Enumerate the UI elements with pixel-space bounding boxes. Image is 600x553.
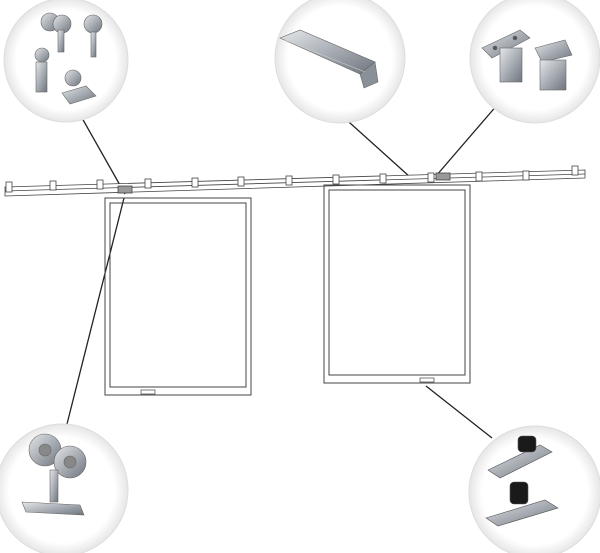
roller-left [117, 185, 133, 194]
door-left [104, 197, 252, 396]
floor-guide-right [419, 377, 435, 383]
tandem-roller-carriage-icon [21, 433, 87, 516]
callout-track [274, 0, 406, 124]
leader-lines [65, 103, 499, 439]
floor-guide-icon [485, 435, 559, 527]
roller-hanger-set-icon [34, 12, 103, 105]
steel-track-rail-icon [279, 29, 379, 89]
leader-line-floor-guide [425, 385, 493, 439]
door-right [323, 184, 471, 384]
leader-line-carriage [65, 197, 125, 429]
wall-mount-bracket-icon [481, 29, 573, 91]
leader-line-hanger [81, 117, 126, 195]
callout-bracket [469, 0, 600, 124]
callout-hanger-set [3, 0, 129, 123]
leader-line-track [339, 113, 411, 178]
roller-right [435, 172, 451, 181]
callout-carriage [0, 423, 129, 553]
floor-guide-left [140, 389, 156, 395]
track-rail [4, 165, 586, 197]
track-brackets [5, 165, 579, 193]
leader-line-bracket [435, 103, 499, 177]
callout-floor-guide [468, 425, 600, 553]
